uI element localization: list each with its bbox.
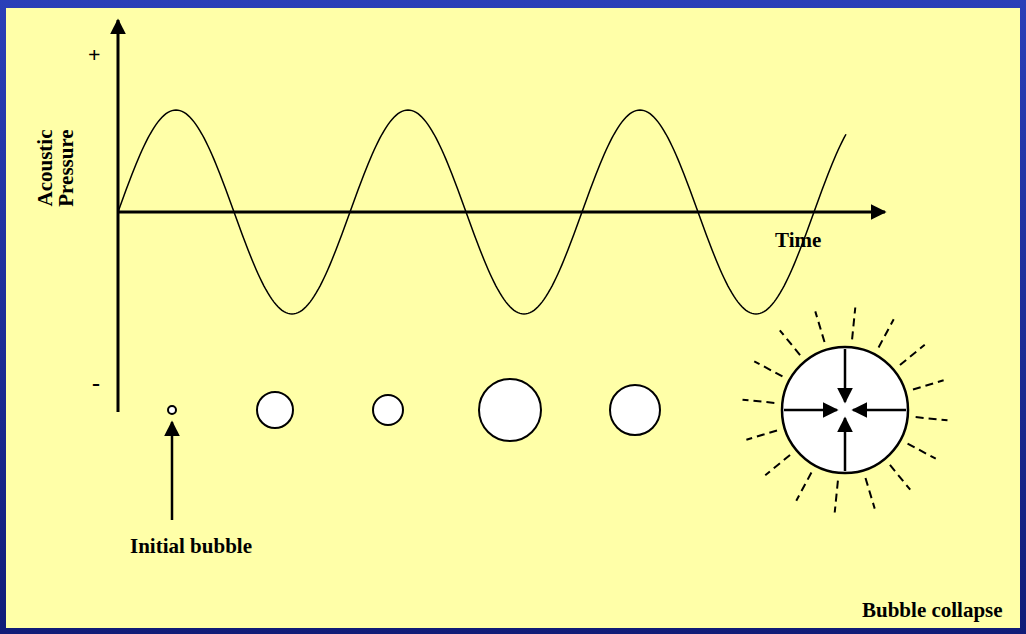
shock-ray [780, 330, 800, 355]
shock-ray [754, 361, 782, 376]
collapse-arrow [784, 409, 837, 412]
collapse-arrow [844, 349, 847, 402]
shock-ray [908, 444, 936, 459]
shock-ray [746, 430, 777, 439]
collapsing-bubble [782, 347, 908, 473]
shock-ray [815, 311, 824, 342]
pressure-wave [118, 110, 846, 314]
collapse-arrow [853, 409, 906, 412]
shock-ray [796, 473, 811, 501]
sign-mark: - [92, 370, 100, 397]
shock-ray [916, 417, 948, 420]
callout-label: Initial bubble [130, 534, 252, 559]
axis-title: Acoustic Pressure [35, 118, 77, 218]
shock-ray [879, 319, 894, 347]
bubble [168, 406, 176, 414]
bubble [257, 392, 293, 428]
bubble [479, 379, 541, 441]
shock-ray [900, 345, 925, 365]
bubble [610, 385, 660, 435]
leader-arrow [171, 422, 174, 520]
shock-ray [913, 380, 944, 389]
panel [6, 8, 1020, 628]
shock-ray [743, 400, 775, 403]
shock-ray [852, 308, 855, 340]
axis-label: Time [775, 228, 821, 253]
bubble [373, 395, 403, 425]
shock-ray [835, 481, 838, 513]
shock-ray [890, 465, 910, 490]
callout-label: Bubble collapse [862, 598, 1003, 623]
pressure-axis [117, 20, 120, 412]
shock-ray [865, 478, 874, 509]
collapse-arrow [844, 418, 847, 471]
sign-mark: + [88, 42, 101, 68]
shock-ray [765, 455, 790, 475]
